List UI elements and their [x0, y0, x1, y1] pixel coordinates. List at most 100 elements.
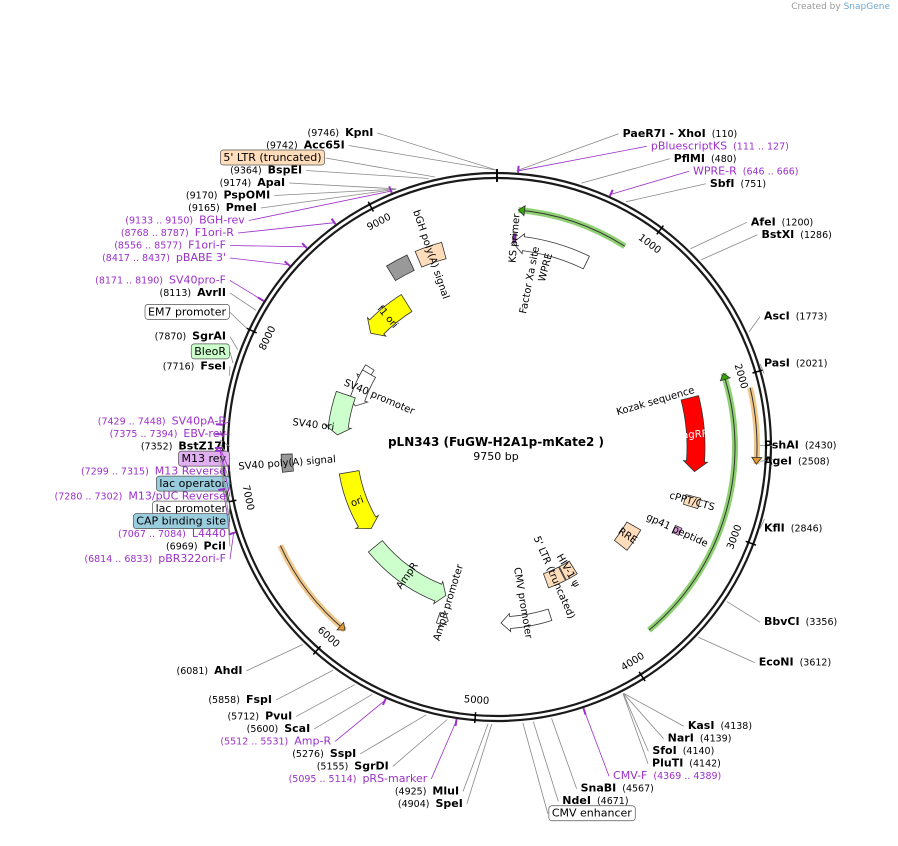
site-snabi[interactable]: SnaBI(4567) — [551, 718, 654, 795]
site-cmv-enhancer[interactable]: CMV enhancer — [522, 722, 636, 822]
feature-ampr-promoter[interactable] — [435, 609, 449, 629]
site-bgh-rev[interactable]: (9133 .. 9150)BGH-rev — [125, 186, 393, 227]
site-pasi[interactable]: PasI(2021) — [759, 357, 827, 374]
site-coord: (8171 .. 8190) — [95, 275, 163, 286]
site-name: M13 Reverse — [155, 465, 226, 478]
site-name: CMV-F — [613, 769, 647, 782]
feature-gp41-peptide[interactable] — [671, 524, 683, 536]
site-bstxi[interactable]: BstXI(1286) — [701, 228, 832, 261]
site-mlui[interactable]: (4925)MluI — [395, 723, 489, 798]
site-coord: (480) — [711, 153, 737, 164]
site-spei[interactable]: (4904)SpeI — [398, 723, 493, 810]
feature-sv40-poly-a-signal[interactable] — [280, 453, 294, 473]
svg-text:EcoNI(3612): EcoNI(3612) — [759, 656, 831, 669]
site-name: EBV-rev — [183, 427, 226, 440]
site-lac-operator[interactable]: lac operator — [155, 450, 231, 492]
site-bstz17i[interactable]: (7352)BstZ17I — [141, 439, 231, 453]
site-sgrdi[interactable]: (5155)SgrDI — [317, 719, 448, 773]
site-f1ori-r[interactable]: (8768 .. 8787)F1ori-R — [121, 218, 337, 239]
site-ahdi[interactable]: (6081)AhdI — [177, 644, 303, 677]
site-paer7i-xhoi[interactable]: PaeR7I - XhoI(110) — [516, 127, 738, 172]
site-m13-puc-reverse[interactable]: (7280 .. 7302)M13/pUC Reverse — [55, 449, 231, 503]
site-coord: (2430) — [805, 440, 837, 451]
site-pbabe-3[interactable]: (8417 .. 8437)pBABE 3' — [102, 251, 291, 267]
site-pspomi[interactable]: (9170)PspOMI — [186, 189, 396, 202]
svg-text:BstXI(1286): BstXI(1286) — [762, 228, 832, 241]
site-agei[interactable]: AgeI(2508) — [759, 454, 830, 467]
svg-text:(9174)ApaI: (9174)ApaI — [220, 176, 286, 189]
svg-text:(7280 .. 7302)M13/pUC Reverse: (7280 .. 7302)M13/pUC Reverse — [55, 490, 227, 503]
site-kpni[interactable]: (9746)KpnI — [307, 126, 497, 171]
site-wpre-r[interactable]: WPRE-R(646 .. 666) — [608, 164, 799, 197]
site-cmv-f[interactable]: CMV-F(4369 .. 4389) — [582, 707, 721, 782]
site-coord: (4925) — [395, 786, 427, 797]
site-pvui[interactable]: (5712)PvuI — [227, 684, 355, 723]
site-m13-rev[interactable]: M13 rev — [178, 443, 231, 467]
site-sspi[interactable]: (5276)SspI — [292, 714, 427, 760]
site-bbvci[interactable]: BbvCI(3356) — [726, 601, 838, 629]
site-bspei[interactable]: (9364)BspEI — [230, 164, 429, 179]
site-kfli[interactable]: KflI(2846) — [759, 518, 822, 535]
site-scai[interactable]: (5600)ScaI — [247, 693, 373, 735]
site-pshai[interactable]: PshAI (2430) — [759, 438, 837, 451]
site-sbfi[interactable]: SbfI(751) — [625, 177, 766, 203]
feature-bleor[interactable] — [324, 390, 356, 436]
site-amp-r[interactable]: (5512 .. 5531)Amp-R — [220, 698, 387, 748]
feature-hiv-1-psi[interactable] — [558, 560, 578, 581]
site-kasi[interactable]: KasI(4138) — [623, 692, 752, 732]
site-prs-marker[interactable]: (5095 .. 5114)pRS-marker — [289, 718, 458, 785]
site-acc65i[interactable]: (9742)Acc65I — [266, 139, 496, 171]
site-fsei[interactable]: (7716)FseI — [163, 359, 231, 376]
site-em7-promoter[interactable]: EM7 promoter — [144, 304, 248, 329]
svg-text:PaeR7I - XhoI(110): PaeR7I - XhoI(110) — [623, 127, 738, 140]
site-pbluescriptks[interactable]: pBluescriptKS(111 .. 127) — [517, 139, 789, 173]
site-sv40pa-r[interactable]: (7429 .. 7448)SV40pA-R — [98, 415, 231, 428]
site-econi[interactable]: EcoNI(3612) — [698, 636, 831, 669]
site-nari[interactable]: NarI(4139) — [623, 693, 732, 745]
backbone-ring — [221, 169, 773, 723]
site-coord: (3356) — [806, 617, 838, 628]
site-avrii[interactable]: (8113)AvrII — [160, 286, 257, 311]
site-name: BspEI — [268, 164, 302, 177]
feature-rre[interactable] — [613, 521, 642, 551]
feature-tagrfp[interactable] — [680, 395, 709, 473]
site-name: AhdI — [214, 664, 242, 677]
site-ndei[interactable]: NdeI(4671) — [532, 721, 629, 808]
site-cap-binding-site[interactable]: CAP binding site — [132, 467, 231, 529]
feature-label-ori: ori — [349, 495, 365, 510]
feature-f1-ori-gray[interactable] — [386, 254, 415, 282]
site-pcii[interactable]: (6969)PciI — [166, 507, 231, 553]
site-afei[interactable]: AfeI(1200) — [690, 215, 813, 250]
feature-ks-primer[interactable] — [512, 233, 517, 244]
site-sfoi[interactable]: SfoI(4140) — [622, 693, 715, 758]
tick-label-9000: 9000 — [365, 212, 393, 234]
feature-ampr[interactable] — [367, 540, 447, 605]
site-pflmi[interactable]: PflMI(480) — [581, 152, 737, 184]
site-f1ori-f[interactable]: (8556 .. 8577)F1ori-F — [114, 239, 308, 252]
site-sv40pro-f[interactable]: (8171 .. 8190)SV40pro-F — [95, 273, 265, 302]
site-fspi[interactable]: (5858)FspI — [208, 669, 334, 706]
site-name: SgrAI — [192, 330, 226, 343]
site-pbr322ori-f[interactable]: (6814 .. 6833)pBR322ori-F — [84, 531, 236, 565]
site-bleor[interactable]: BleoR — [190, 343, 234, 364]
site-name: PshAI — [764, 438, 799, 451]
feature-f1-ori[interactable] — [366, 294, 413, 337]
site-ebv-rev[interactable]: (7375 .. 7394)EBV-rev — [110, 427, 231, 440]
feature-cmv-promoter[interactable] — [500, 608, 553, 633]
site-apai[interactable]: (9174)ApaI — [220, 176, 397, 190]
site-lac-promoter[interactable]: lac promoter — [152, 459, 231, 517]
site-pmei[interactable]: (9165)PmeI — [188, 189, 396, 214]
site-coord: (4140) — [683, 746, 715, 757]
site-sgrai[interactable]: (7870)SgrAI — [155, 330, 239, 350]
feature-ori[interactable] — [338, 470, 380, 529]
site-asci[interactable]: AscI(1773) — [748, 310, 827, 333]
feature-wpre[interactable] — [512, 232, 590, 270]
feature-5-ltr-truncated[interactable] — [542, 566, 566, 589]
site-pluti[interactable]: PluTI(4142) — [622, 693, 721, 770]
site-l4440[interactable]: (7067 .. 7084)L4440 — [118, 487, 231, 540]
site-coord: (9174) — [220, 178, 252, 189]
site-5-ltr-truncated[interactable]: 5' LTR (truncated) — [220, 149, 436, 178]
site-m13-reverse[interactable]: (7299 .. 7315)M13 Reverse — [81, 446, 231, 478]
feature-cppt-cts[interactable] — [682, 494, 702, 510]
feature-bgh-poly-a-signal[interactable] — [414, 241, 447, 268]
